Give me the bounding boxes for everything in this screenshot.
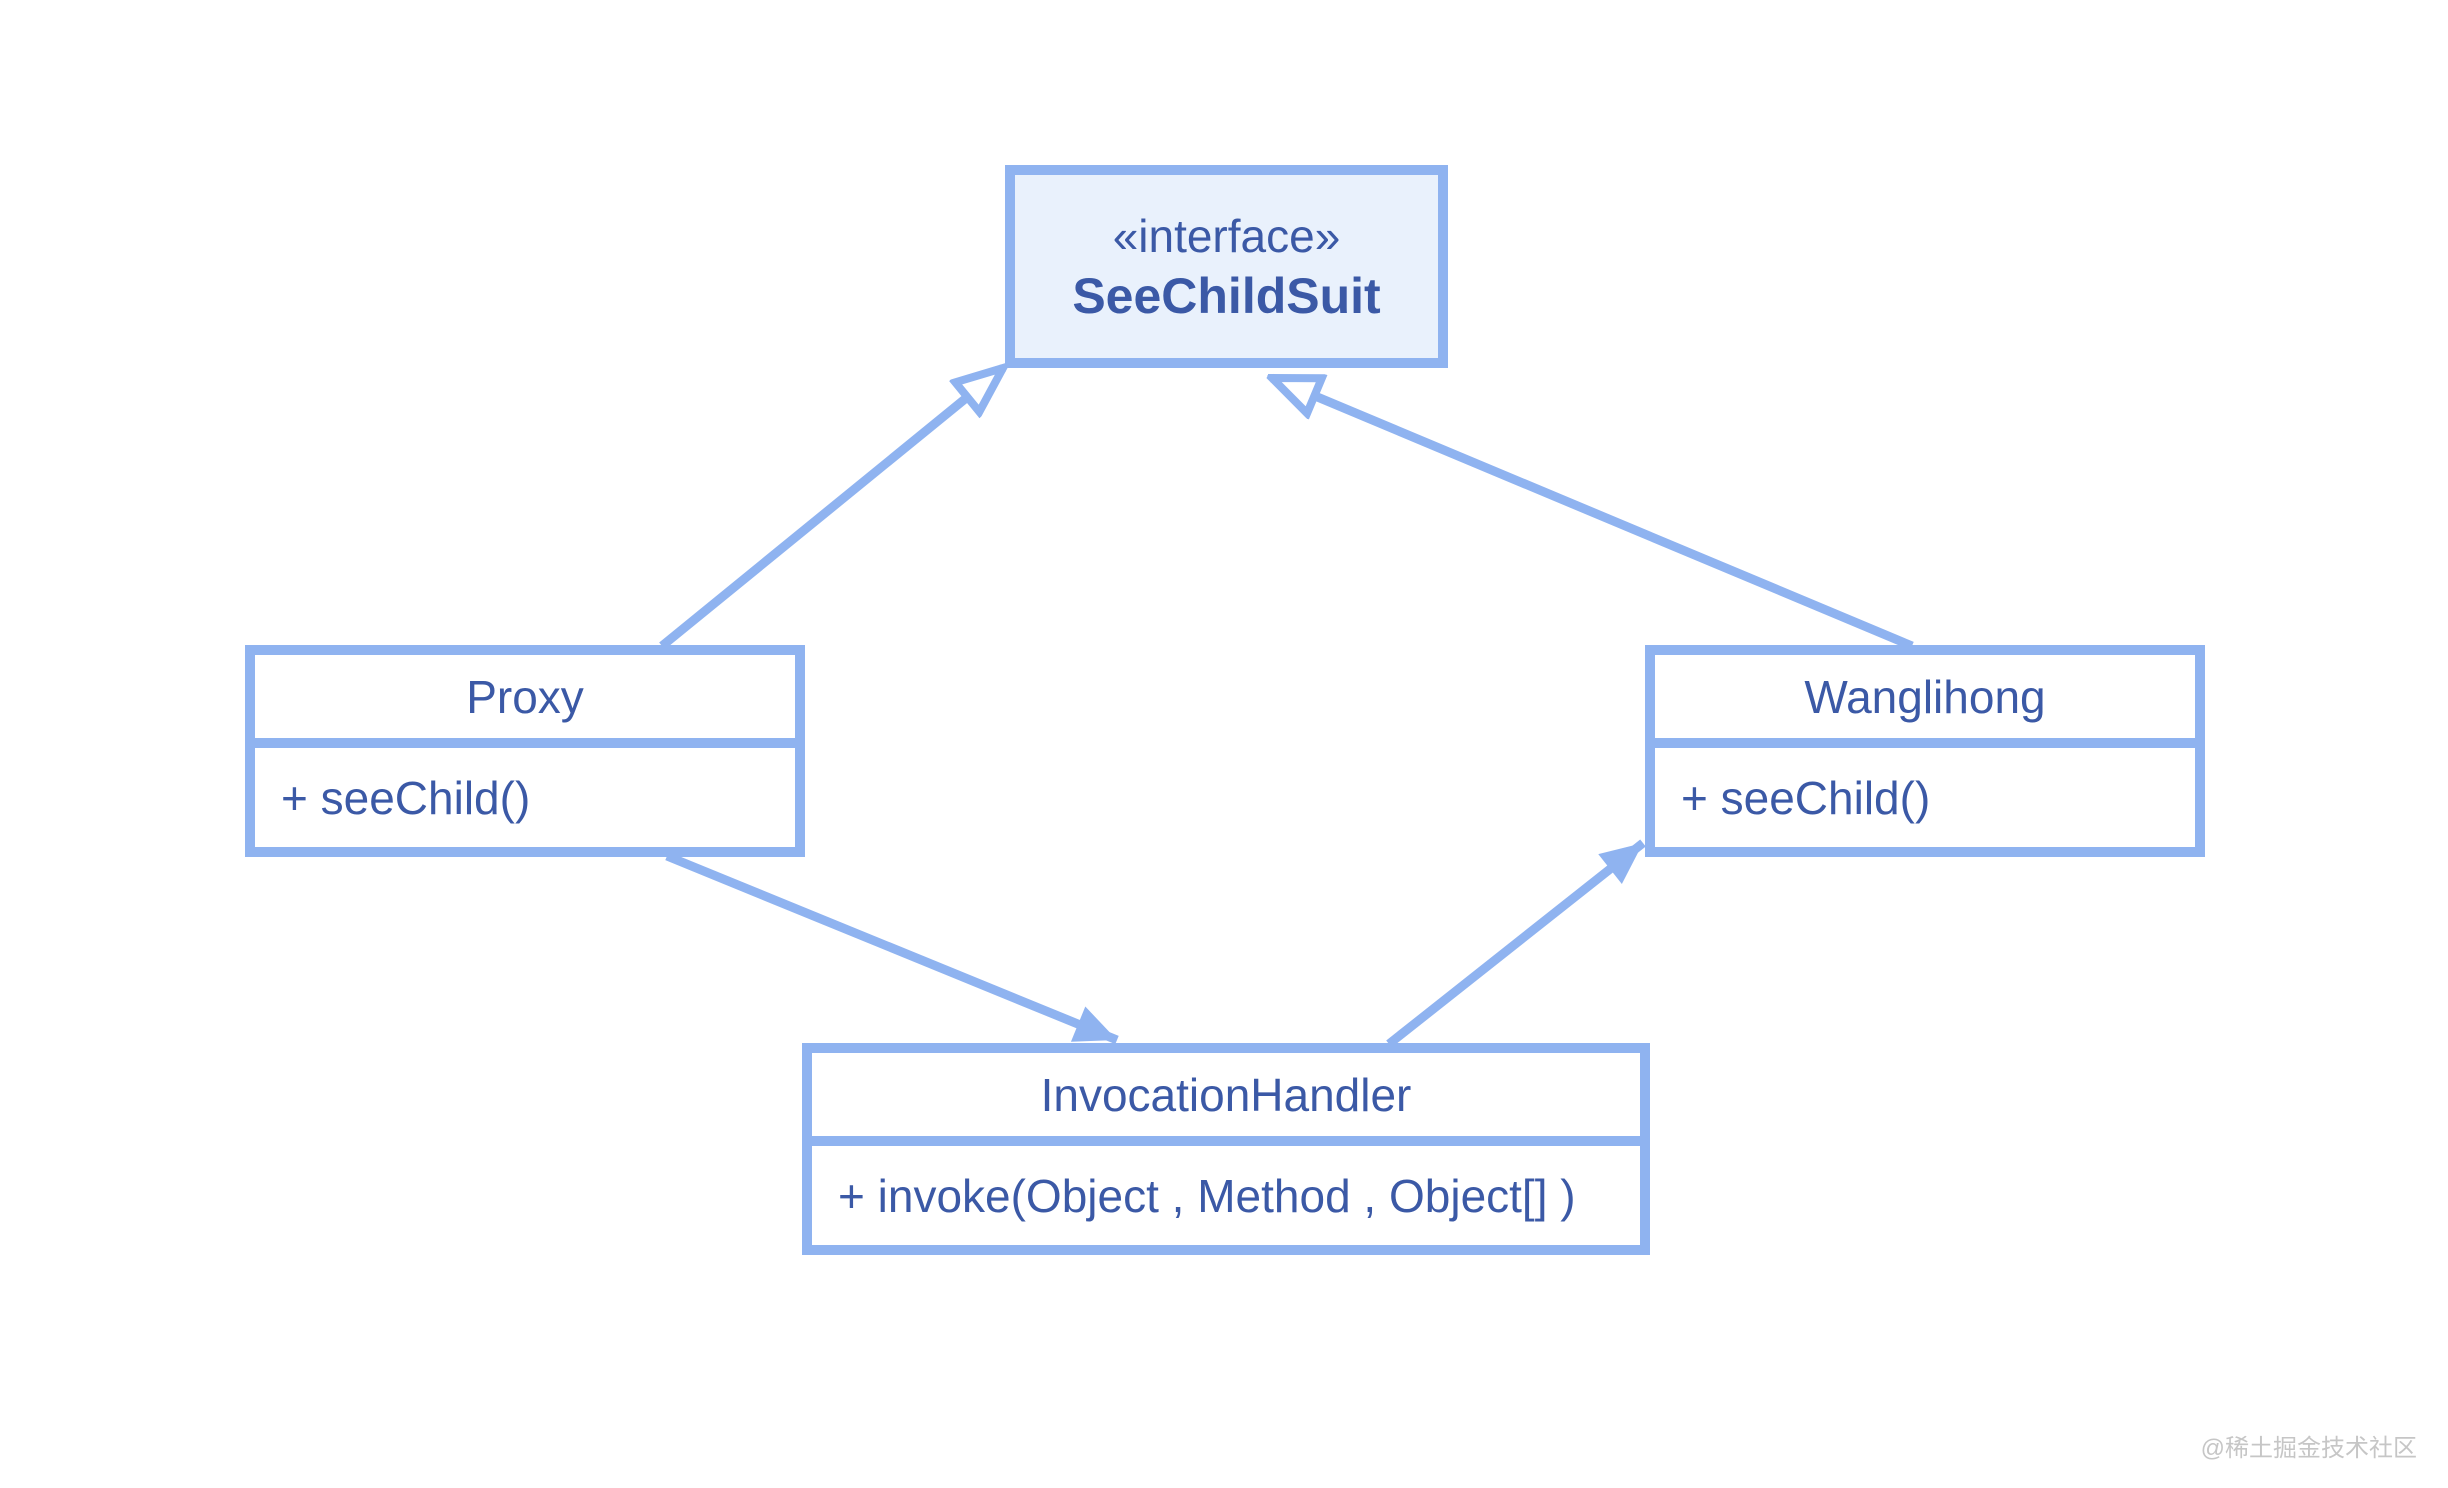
class-method-invocationhandler: + invoke(Object , Method , Object[] ) — [838, 1169, 1576, 1222]
site-watermark: @稀土掘金技术社区 — [2200, 1435, 2417, 1462]
interface-name-label: SeeChildSuit — [1072, 267, 1381, 324]
class-method-wanglihong: + seeChild() — [1681, 771, 1931, 824]
class-method-proxy: + seeChild() — [281, 771, 531, 824]
class-name-proxy: Proxy — [255, 655, 795, 748]
interface-stereotype-label: «interface» — [1112, 209, 1341, 262]
class-box-proxy: Proxy + seeChild() — [245, 645, 805, 857]
edge-proxy-to-invocationhandler — [665, 851, 1119, 1045]
edge-wanglihong-realizes-interface — [1272, 373, 1914, 651]
class-name-invocationhandler: InvocationHandler — [812, 1053, 1640, 1146]
class-box-wanglihong: Wanglihong + seeChild() — [1645, 645, 2205, 857]
edge-invocationhandler-to-wanglihong — [1386, 839, 1646, 1048]
class-box-seechildsuit: «interface» SeeChildSuit — [1005, 165, 1448, 368]
edge-proxy-realizes-interface — [659, 368, 1003, 650]
class-box-invocationhandler: InvocationHandler + invoke(Object , Meth… — [802, 1043, 1650, 1255]
class-name-wanglihong: Wanglihong — [1655, 655, 2195, 748]
